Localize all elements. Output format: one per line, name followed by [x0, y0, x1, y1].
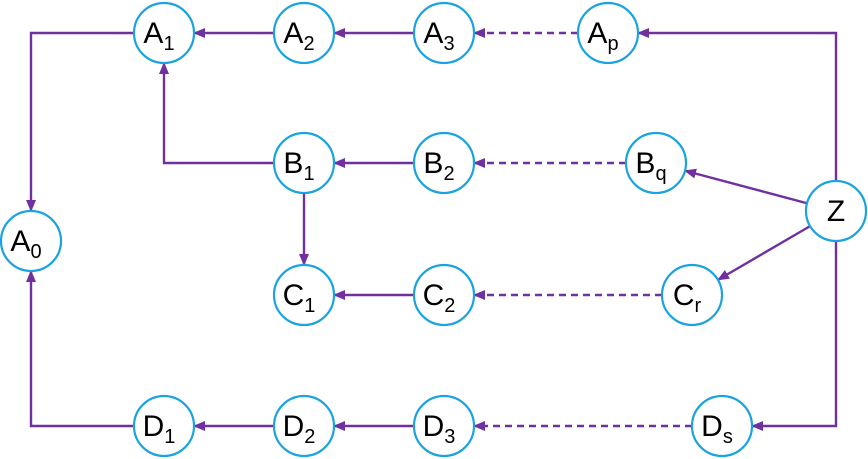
- node-label-main: B: [283, 147, 303, 180]
- node-circle: [412, 394, 476, 458]
- node-label: D2: [283, 410, 316, 448]
- node-label-main: Z: [827, 195, 845, 228]
- node-circle: [272, 394, 336, 458]
- edge-a1-to-a0: [26, 31, 134, 212]
- node-label-subscript: r: [695, 295, 702, 317]
- node-label-subscript: 1: [163, 33, 174, 55]
- node-label: D3: [423, 410, 456, 448]
- node-d2: D2: [272, 394, 336, 458]
- node-label: B2: [423, 147, 454, 185]
- node-c1: C1: [272, 263, 336, 327]
- node-label: Cr: [673, 279, 702, 317]
- node-label-main: A: [10, 225, 30, 258]
- edge-z-to-cr: [717, 225, 811, 281]
- node-circle: [272, 131, 336, 195]
- node-label-main: D: [423, 410, 445, 443]
- node-z: Z: [804, 179, 868, 243]
- node-label-main: A: [587, 17, 607, 50]
- node-d1: D1: [132, 394, 196, 458]
- node-label: C1: [283, 279, 316, 317]
- node-d3: D3: [412, 394, 476, 458]
- node-label-subscript: 1: [164, 426, 175, 448]
- node-label-main: C: [283, 279, 305, 312]
- node-label-main: A: [423, 17, 443, 50]
- node-c2: C2: [412, 263, 476, 327]
- node-label: B1: [283, 147, 314, 185]
- node-label-subscript: 2: [303, 33, 314, 55]
- node-circle: [272, 1, 336, 65]
- node-ds: Ds: [690, 394, 754, 458]
- node-b2: B2: [412, 131, 476, 195]
- node-label-main: B: [423, 147, 443, 180]
- node-label-subscript: 3: [443, 33, 454, 55]
- node-label-subscript: 0: [30, 241, 41, 263]
- node-label: A0: [10, 225, 41, 263]
- node-circle: [132, 1, 196, 65]
- node-circle: [272, 263, 336, 327]
- edge-b1-to-a1: [159, 62, 274, 165]
- node-label-subscript: s: [723, 426, 733, 448]
- node-label-main: D: [283, 410, 305, 443]
- node-b1: B1: [272, 131, 336, 195]
- edges: [26, 28, 838, 431]
- node-label: D1: [143, 410, 176, 448]
- node-label: A1: [143, 17, 174, 55]
- node-circle: [690, 394, 754, 458]
- node-cr: Cr: [660, 263, 724, 327]
- node-label-main: D: [701, 410, 723, 443]
- node-label-subscript: p: [607, 33, 618, 55]
- node-bq: Bq: [624, 131, 688, 195]
- node-circle: [804, 179, 868, 243]
- node-label-subscript: 1: [303, 163, 314, 185]
- node-label: C2: [423, 279, 456, 317]
- node-label: Ds: [701, 410, 733, 448]
- node-circle: [412, 263, 476, 327]
- node-label-subscript: q: [655, 163, 666, 185]
- edge-z-to-bq: [684, 168, 808, 205]
- node-label: A3: [423, 17, 454, 55]
- node-label-main: A: [143, 17, 163, 50]
- node-label-subscript: 2: [304, 426, 315, 448]
- node-label-subscript: 2: [444, 295, 455, 317]
- node-circle: [412, 131, 476, 195]
- node-label-subscript: 1: [304, 295, 315, 317]
- edge-d1-to-a0: [26, 270, 134, 428]
- node-circle: [576, 1, 640, 65]
- node-a2: A2: [272, 1, 336, 65]
- node-circle: [0, 209, 63, 273]
- node-a0: A0: [0, 209, 63, 273]
- edge-z-to-ap: [637, 28, 838, 181]
- node-label-main: D: [143, 410, 165, 443]
- node-circle: [412, 1, 476, 65]
- node-ap: Ap: [576, 1, 640, 65]
- node-label: Ap: [587, 17, 618, 55]
- node-a3: A3: [412, 1, 476, 65]
- node-label-subscript: 3: [444, 426, 455, 448]
- node-label: A2: [283, 17, 314, 55]
- node-circle: [624, 131, 688, 195]
- node-label-main: A: [283, 17, 303, 50]
- node-a1: A1: [132, 1, 196, 65]
- node-circle: [132, 394, 196, 458]
- node-label-main: C: [423, 279, 445, 312]
- node-label: Bq: [635, 147, 666, 185]
- node-label-subscript: 2: [443, 163, 454, 185]
- node-label-main: C: [673, 279, 695, 312]
- node-circle: [660, 263, 724, 327]
- edge-z-to-ds: [751, 241, 838, 431]
- node-label: Z: [827, 195, 845, 228]
- node-label-main: B: [635, 147, 655, 180]
